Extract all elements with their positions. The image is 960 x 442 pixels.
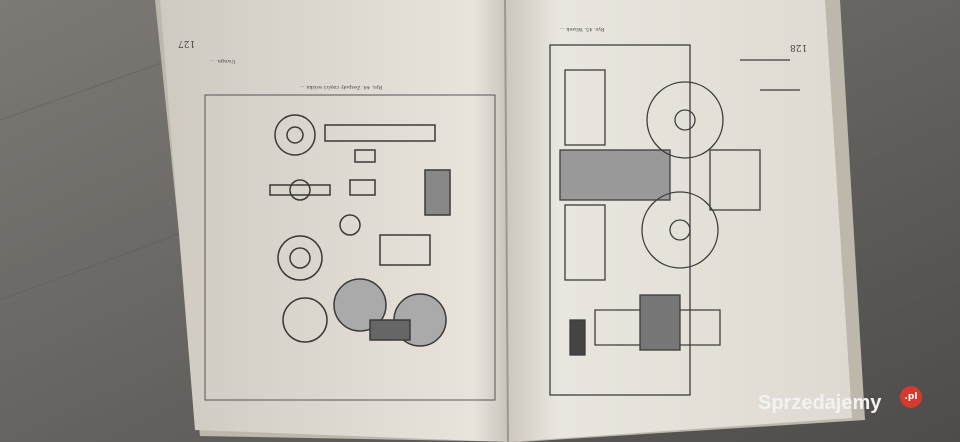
left-figure-note: Uwaga. ... <box>210 58 236 64</box>
book-spine <box>504 0 509 442</box>
floor-boards <box>0 59 960 331</box>
left-figure-frame <box>204 94 496 401</box>
watermark-logo: Sprzedajemy <box>758 392 882 414</box>
right-page-number: 128 <box>790 42 808 52</box>
watermark-badge: .pl <box>900 386 922 408</box>
right-figure-drawing <box>549 44 800 396</box>
right-figure-caption: Rys. 45. Wózek ... <box>560 26 605 32</box>
right-page <box>505 0 852 442</box>
left-page-number: 127 <box>178 38 196 48</box>
left-page <box>160 0 508 442</box>
left-figure-caption: Rys. 44. Zespoły części wózka ... <box>300 84 383 90</box>
left-figure-parts <box>269 114 451 347</box>
